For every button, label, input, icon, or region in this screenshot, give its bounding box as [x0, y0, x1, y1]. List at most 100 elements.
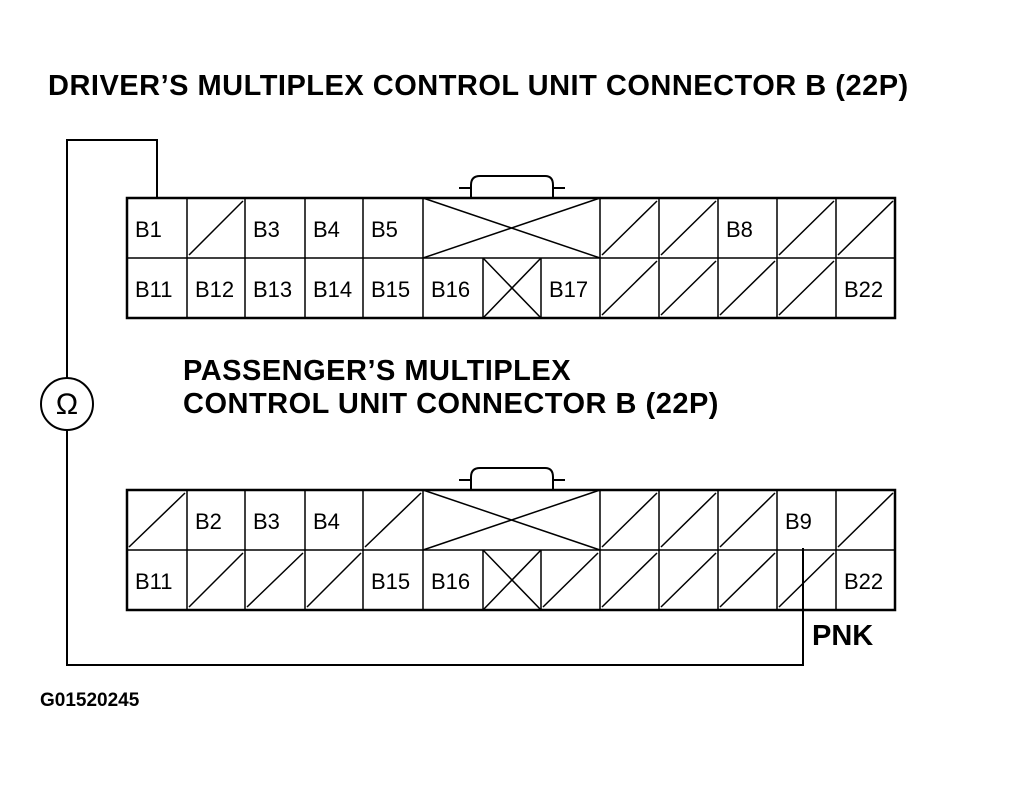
- connector-lock-tab: [470, 467, 554, 490]
- passenger_connector-top-cell-2: B2: [186, 490, 222, 550]
- terminal-label: B16: [431, 569, 470, 594]
- terminal-label: B11: [135, 569, 173, 594]
- unused-terminal-slash: [837, 200, 894, 256]
- wire-color-label: PNK: [812, 620, 874, 652]
- driver_connector-bottom-cell-5: B15: [362, 258, 410, 318]
- passenger_connector-top-cell-1: [126, 490, 186, 550]
- passenger_connector-bottom-cell-2: [186, 550, 244, 610]
- driver_connector-bottom-cell-8: B17: [540, 258, 588, 318]
- driver_connector-top-cell-1: B1: [126, 198, 162, 258]
- passenger_connector-bottom-cell-8: [540, 550, 599, 610]
- terminal-label: B17: [549, 277, 588, 302]
- unused-terminal-slash: [778, 552, 835, 608]
- unused-terminal-slash: [128, 492, 186, 548]
- terminal-label: B16: [431, 277, 470, 302]
- passenger_connector-top-cell-11: [717, 490, 776, 550]
- terminal-label: B13: [253, 277, 292, 302]
- passenger_connector-bottom-cell-1: B11: [126, 550, 173, 610]
- driver_connector-top-cell-3: B3: [244, 198, 280, 258]
- passenger_connector-bottom-cell-3: [244, 550, 304, 610]
- passenger_connector-top-cell-4: B4: [304, 490, 340, 550]
- driver_connector-bottom-cell-9: [599, 258, 658, 318]
- passenger_connector-top-cell-13: [835, 490, 894, 550]
- unused-terminal-slash: [246, 552, 304, 608]
- unused-terminal-slash: [778, 260, 835, 316]
- passenger_connector-top-cell-5: [362, 490, 422, 550]
- driver_connector-bottom-cell-6: B16: [422, 258, 470, 318]
- driver_connector-top-cell-11: B8: [717, 198, 753, 258]
- unused-terminal-slash: [601, 200, 658, 256]
- ohmmeter-wiring: [40, 139, 804, 666]
- terminal-label: B12: [195, 277, 234, 302]
- passenger_connector-bottom-cell-11: [717, 550, 776, 610]
- unused-terminal-slash: [837, 492, 894, 548]
- terminal-label: B22: [844, 277, 883, 302]
- ohm-symbol: Ω: [56, 388, 78, 421]
- passenger-connector-title-line2: CONTROL UNIT CONNECTOR B (22P): [183, 388, 719, 420]
- driver_connector-top-cell-5: B5: [362, 198, 398, 258]
- unused-terminal-slash: [188, 200, 244, 256]
- unused-terminal-slash: [188, 552, 244, 608]
- unused-terminal-slash: [660, 552, 717, 608]
- unused-terminal-slash: [660, 200, 717, 256]
- driver_connector-top-cell-12: [776, 198, 835, 258]
- unused-terminal-slash: [542, 552, 599, 608]
- passenger-connector-title-line1: PASSENGER’S MULTIPLEX: [183, 355, 572, 387]
- unused-terminal-slash: [778, 200, 835, 256]
- terminal-label: B8: [726, 217, 753, 242]
- figure-id: G01520245: [40, 690, 140, 711]
- unused-terminal-slash: [719, 552, 776, 608]
- unused-terminal-slash: [719, 260, 776, 316]
- passenger_connector-bottom-cell-9: [599, 550, 658, 610]
- unused-terminal-slash: [601, 492, 658, 548]
- blank-cavity-cross: [482, 549, 542, 611]
- passenger_connector-top-cell-3: B3: [244, 490, 280, 550]
- driver_connector-bottom-cell-7: [482, 257, 542, 319]
- connector-lock-tab: [470, 175, 554, 198]
- wire-to-driver-b1: [66, 139, 158, 378]
- driver_connector-top-cell-4: B4: [304, 198, 340, 258]
- passenger_connector-bottom-cell-4: [304, 550, 362, 610]
- passenger_connector-bottom-cell-12: [776, 550, 835, 610]
- terminal-label: B3: [253, 217, 280, 242]
- driver_connector-bottom-cell-13: B22: [835, 258, 883, 318]
- driver_connector-bottom-cell-4: B14: [304, 258, 352, 318]
- terminal-label: B22: [844, 569, 883, 594]
- terminal-label: B14: [313, 277, 352, 302]
- blank-section-cross: [422, 489, 601, 551]
- driver_connector-top-cell-13: [835, 198, 894, 258]
- driver_connector-bottom-cell-2: B12: [186, 258, 234, 318]
- terminal-label: B9: [785, 509, 812, 534]
- passenger_connector-top-cell-12: B9: [776, 490, 812, 550]
- terminal-label: B11: [135, 277, 173, 302]
- unused-terminal-slash: [364, 492, 422, 548]
- unused-terminal-slash: [306, 552, 362, 608]
- unused-terminal-slash: [719, 492, 776, 548]
- unused-terminal-slash: [660, 260, 717, 316]
- driver-connector-title: DRIVER’S MULTIPLEX CONTROL UNIT CONNECTO…: [48, 70, 909, 102]
- driver_connector-top-cell-2: [186, 198, 244, 258]
- driver_connector-bottom-cell-1: B11: [126, 258, 173, 318]
- terminal-label: B15: [371, 569, 410, 594]
- ohmmeter-icon: [40, 377, 94, 431]
- driver_connector-bottom-cell-12: [776, 258, 835, 318]
- passenger_connector-bottom-cell-5: B15: [362, 550, 410, 610]
- driver_connector-bottom-cell-10: [658, 258, 717, 318]
- passenger_connector-bottom-cell-7: [482, 549, 542, 611]
- blank-cavity-cross: [482, 257, 542, 319]
- terminal-label: B4: [313, 509, 340, 534]
- driver_connector-bottom-cell-3: B13: [244, 258, 292, 318]
- driver_connector-top-cell-10: [658, 198, 717, 258]
- driver_connector-bottom-cell-11: [717, 258, 776, 318]
- passenger_connector-bottom-cell-10: [658, 550, 717, 610]
- passenger_connector-bottom-cell-13: B22: [835, 550, 883, 610]
- unused-terminal-slash: [601, 552, 658, 608]
- driver_connector-top-cell-9: [599, 198, 658, 258]
- unused-terminal-slash: [601, 260, 658, 316]
- terminal-label: B15: [371, 277, 410, 302]
- blank-section-cross: [422, 197, 601, 259]
- terminal-label: B2: [195, 509, 222, 534]
